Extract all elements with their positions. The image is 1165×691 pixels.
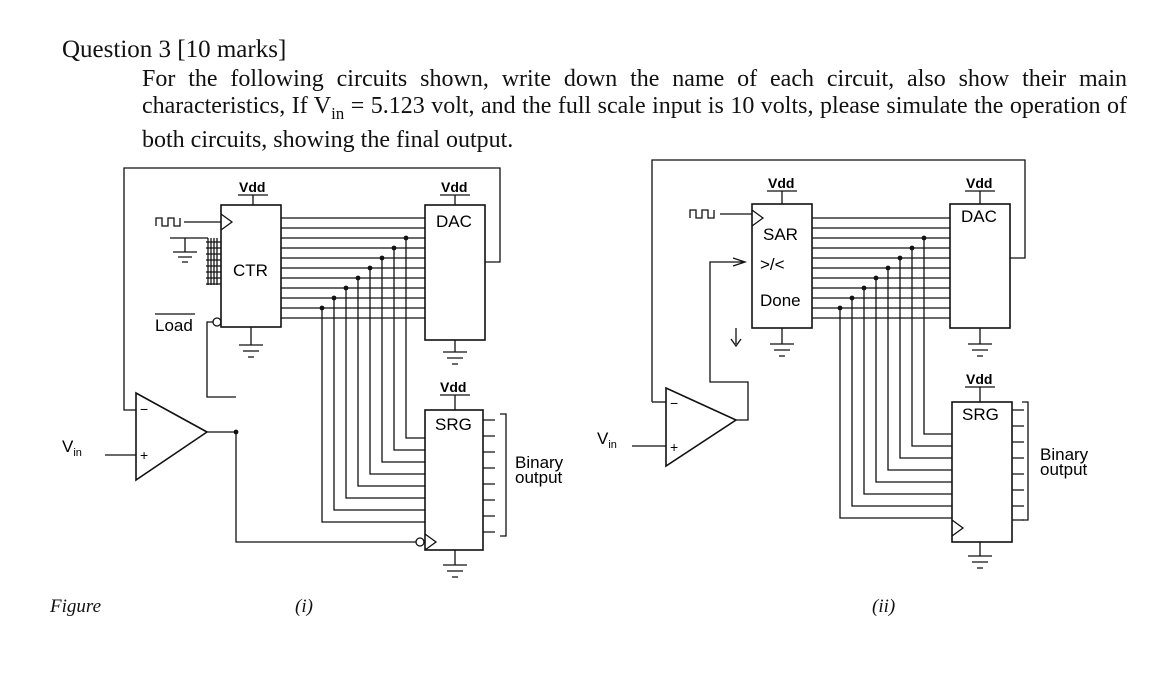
clock-icon: [689, 209, 715, 219]
preset-pins: [206, 238, 222, 285]
question-body-sub: in: [331, 103, 345, 123]
load-label: Load: [155, 316, 193, 335]
vdd-label-dac-ii: Vdd: [966, 175, 992, 191]
vin-label-ii: Vin: [597, 429, 617, 451]
binary-output-label-2-i: output: [515, 468, 563, 487]
vdd-label-ctr: Vdd: [239, 179, 265, 195]
question-body-post: = 5.123 volt, and the full scale input i…: [142, 93, 1127, 153]
ground-icon: [443, 340, 467, 365]
vdd-label-dac: Vdd: [441, 179, 467, 195]
srg-label-ii: SRG: [962, 405, 999, 424]
question-title: Question 3 [10 marks]: [62, 36, 287, 63]
circuit-ii: SAR >/< Done Vdd DAC Vdd: [597, 159, 1089, 569]
circuit-i: CTR Vdd Load DAC Vdd: [62, 167, 564, 578]
clock-input-marker: [220, 213, 234, 231]
srg-block-i: [424, 409, 484, 551]
question-body-pre: For the following circuits shown, write …: [142, 66, 1127, 119]
srg-label-i: SRG: [435, 415, 472, 434]
comparator-plus-i: +: [140, 447, 148, 463]
binary-output-label-1-ii: Binary: [1040, 445, 1089, 464]
binary-output-label-1-i: Binary: [515, 453, 564, 472]
sar-cmp-input-wire: [709, 257, 748, 348]
srg-clock-marker: [424, 533, 438, 551]
comparator-i: [135, 391, 209, 482]
comparator-out-wire-i: [207, 431, 416, 543]
binary-output-label-2-ii: output: [1040, 460, 1088, 479]
ground-icon: [968, 542, 992, 569]
cmp-label: >/<: [760, 255, 785, 274]
load-bubble: [212, 317, 222, 327]
ground-icon: [968, 328, 992, 357]
comparator-plus-ii: +: [670, 439, 678, 455]
comparator-minus-i: −: [140, 401, 148, 417]
dac-label-ii: DAC: [961, 207, 997, 226]
ground-icon: [443, 550, 467, 578]
ctr-label: CTR: [233, 261, 268, 280]
clock-icon: [155, 217, 181, 227]
bus-sar-dac: [812, 217, 950, 319]
comparator-ii: [665, 386, 738, 468]
comparator-out-wire-ii: [709, 348, 749, 421]
srg-block-ii: [951, 401, 1013, 543]
binary-output-pins-ii: [1012, 401, 1029, 521]
figure-label: Figure: [50, 596, 102, 617]
done-output-wire: [730, 328, 742, 348]
binary-output-pins-i: [483, 413, 507, 537]
vin-label-i: Vin: [62, 437, 82, 459]
vdd-label-sar: Vdd: [768, 175, 794, 191]
bus-taps-ii: [837, 235, 952, 519]
done-label: Done: [760, 291, 801, 310]
ground-icon: [239, 327, 263, 358]
srg-clock-marker-ii: [951, 519, 965, 537]
srg-clock-bubble: [415, 537, 425, 547]
figure-sub-ii: (ii): [872, 596, 896, 617]
clock-input-marker: [751, 209, 765, 227]
comparator-minus-ii: −: [670, 395, 678, 411]
vdd-label-srg-ii: Vdd: [966, 371, 992, 387]
feedback-wire-ii: [651, 159, 1026, 402]
dac-block-ii: [949, 203, 1011, 329]
feedback-wire-i: [123, 167, 501, 395]
question-body: For the following circuits shown, write …: [142, 66, 1127, 154]
ground-icon: [170, 237, 208, 263]
dac-label-i: DAC: [436, 212, 472, 231]
figure-sub-i: (i): [295, 596, 313, 617]
bus-taps: [319, 235, 425, 523]
load-wire: [206, 321, 236, 398]
ground-icon: [770, 328, 794, 357]
vdd-label-srg: Vdd: [440, 379, 466, 395]
sar-label: SAR: [763, 225, 798, 244]
bus-ctr-dac: [281, 217, 425, 319]
